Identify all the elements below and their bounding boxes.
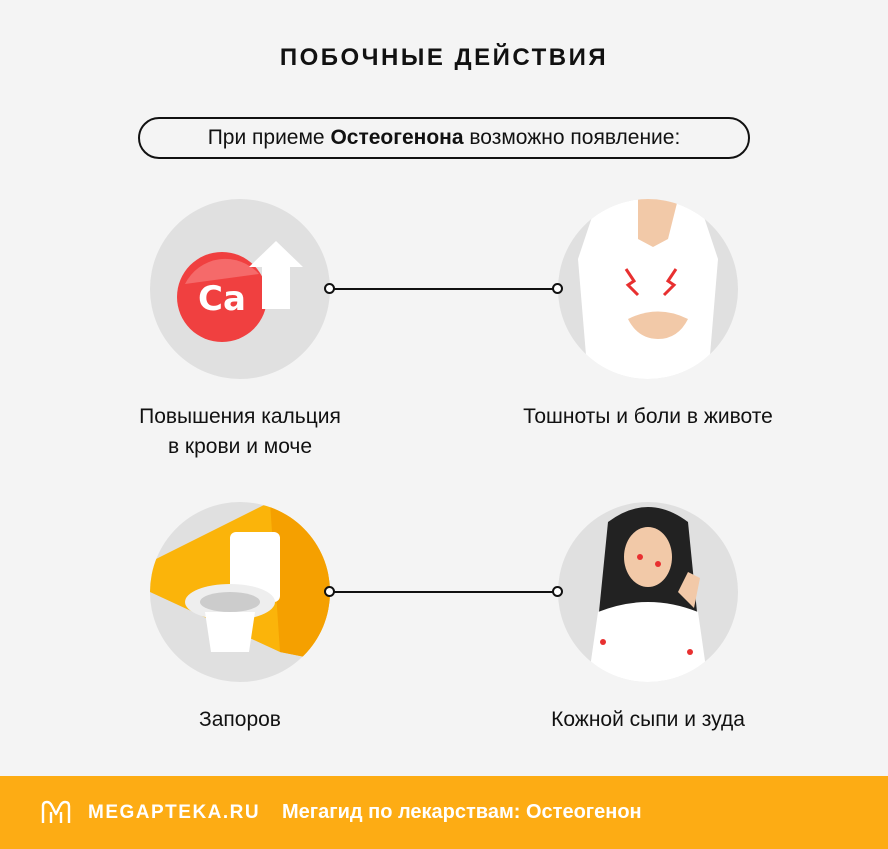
calcium-up-icon: Ca	[150, 199, 330, 379]
intro-suffix: возможно появление:	[463, 126, 681, 149]
connector-dot	[552, 586, 563, 597]
connector-dot	[324, 283, 335, 294]
effect-label-rash: Кожной сыпи и зуда	[551, 708, 745, 731]
connector-dot	[324, 586, 335, 597]
toilet-icon	[150, 502, 330, 682]
effect-label-calcium: Повышения кальция в крови и моче	[80, 402, 400, 462]
intro-prefix: При приеме	[207, 126, 331, 149]
page-title: ПОБОЧНЫЕ ДЕЙСТВИЯ	[279, 44, 609, 71]
label-line: в крови и моче	[167, 435, 313, 458]
effect-label-nausea: Тошноты и боли в животе	[523, 405, 773, 428]
connector-line	[330, 591, 558, 593]
footer: MEGAPTEKA.RU Мегагид по лекарствам: Осте…	[0, 776, 888, 849]
stomach-pain-icon	[558, 199, 738, 379]
megapteka-logo-icon	[41, 800, 71, 823]
connector-line	[330, 288, 558, 290]
label-line: Повышения кальция	[139, 405, 341, 428]
guide-title: Мегагид по лекарствам: Остеогенон	[282, 801, 642, 823]
svg-text:Ca: Ca	[198, 279, 246, 319]
effect-label-constipation: Запоров	[199, 708, 281, 731]
drug-name: Остеогенона	[330, 126, 464, 149]
brand-name: MEGAPTEKA.RU	[88, 802, 261, 823]
connector-dot	[552, 283, 563, 294]
intro-banner: При приеме Остеогенона возможно появлени…	[138, 117, 750, 159]
skin-rash-icon	[558, 502, 738, 682]
